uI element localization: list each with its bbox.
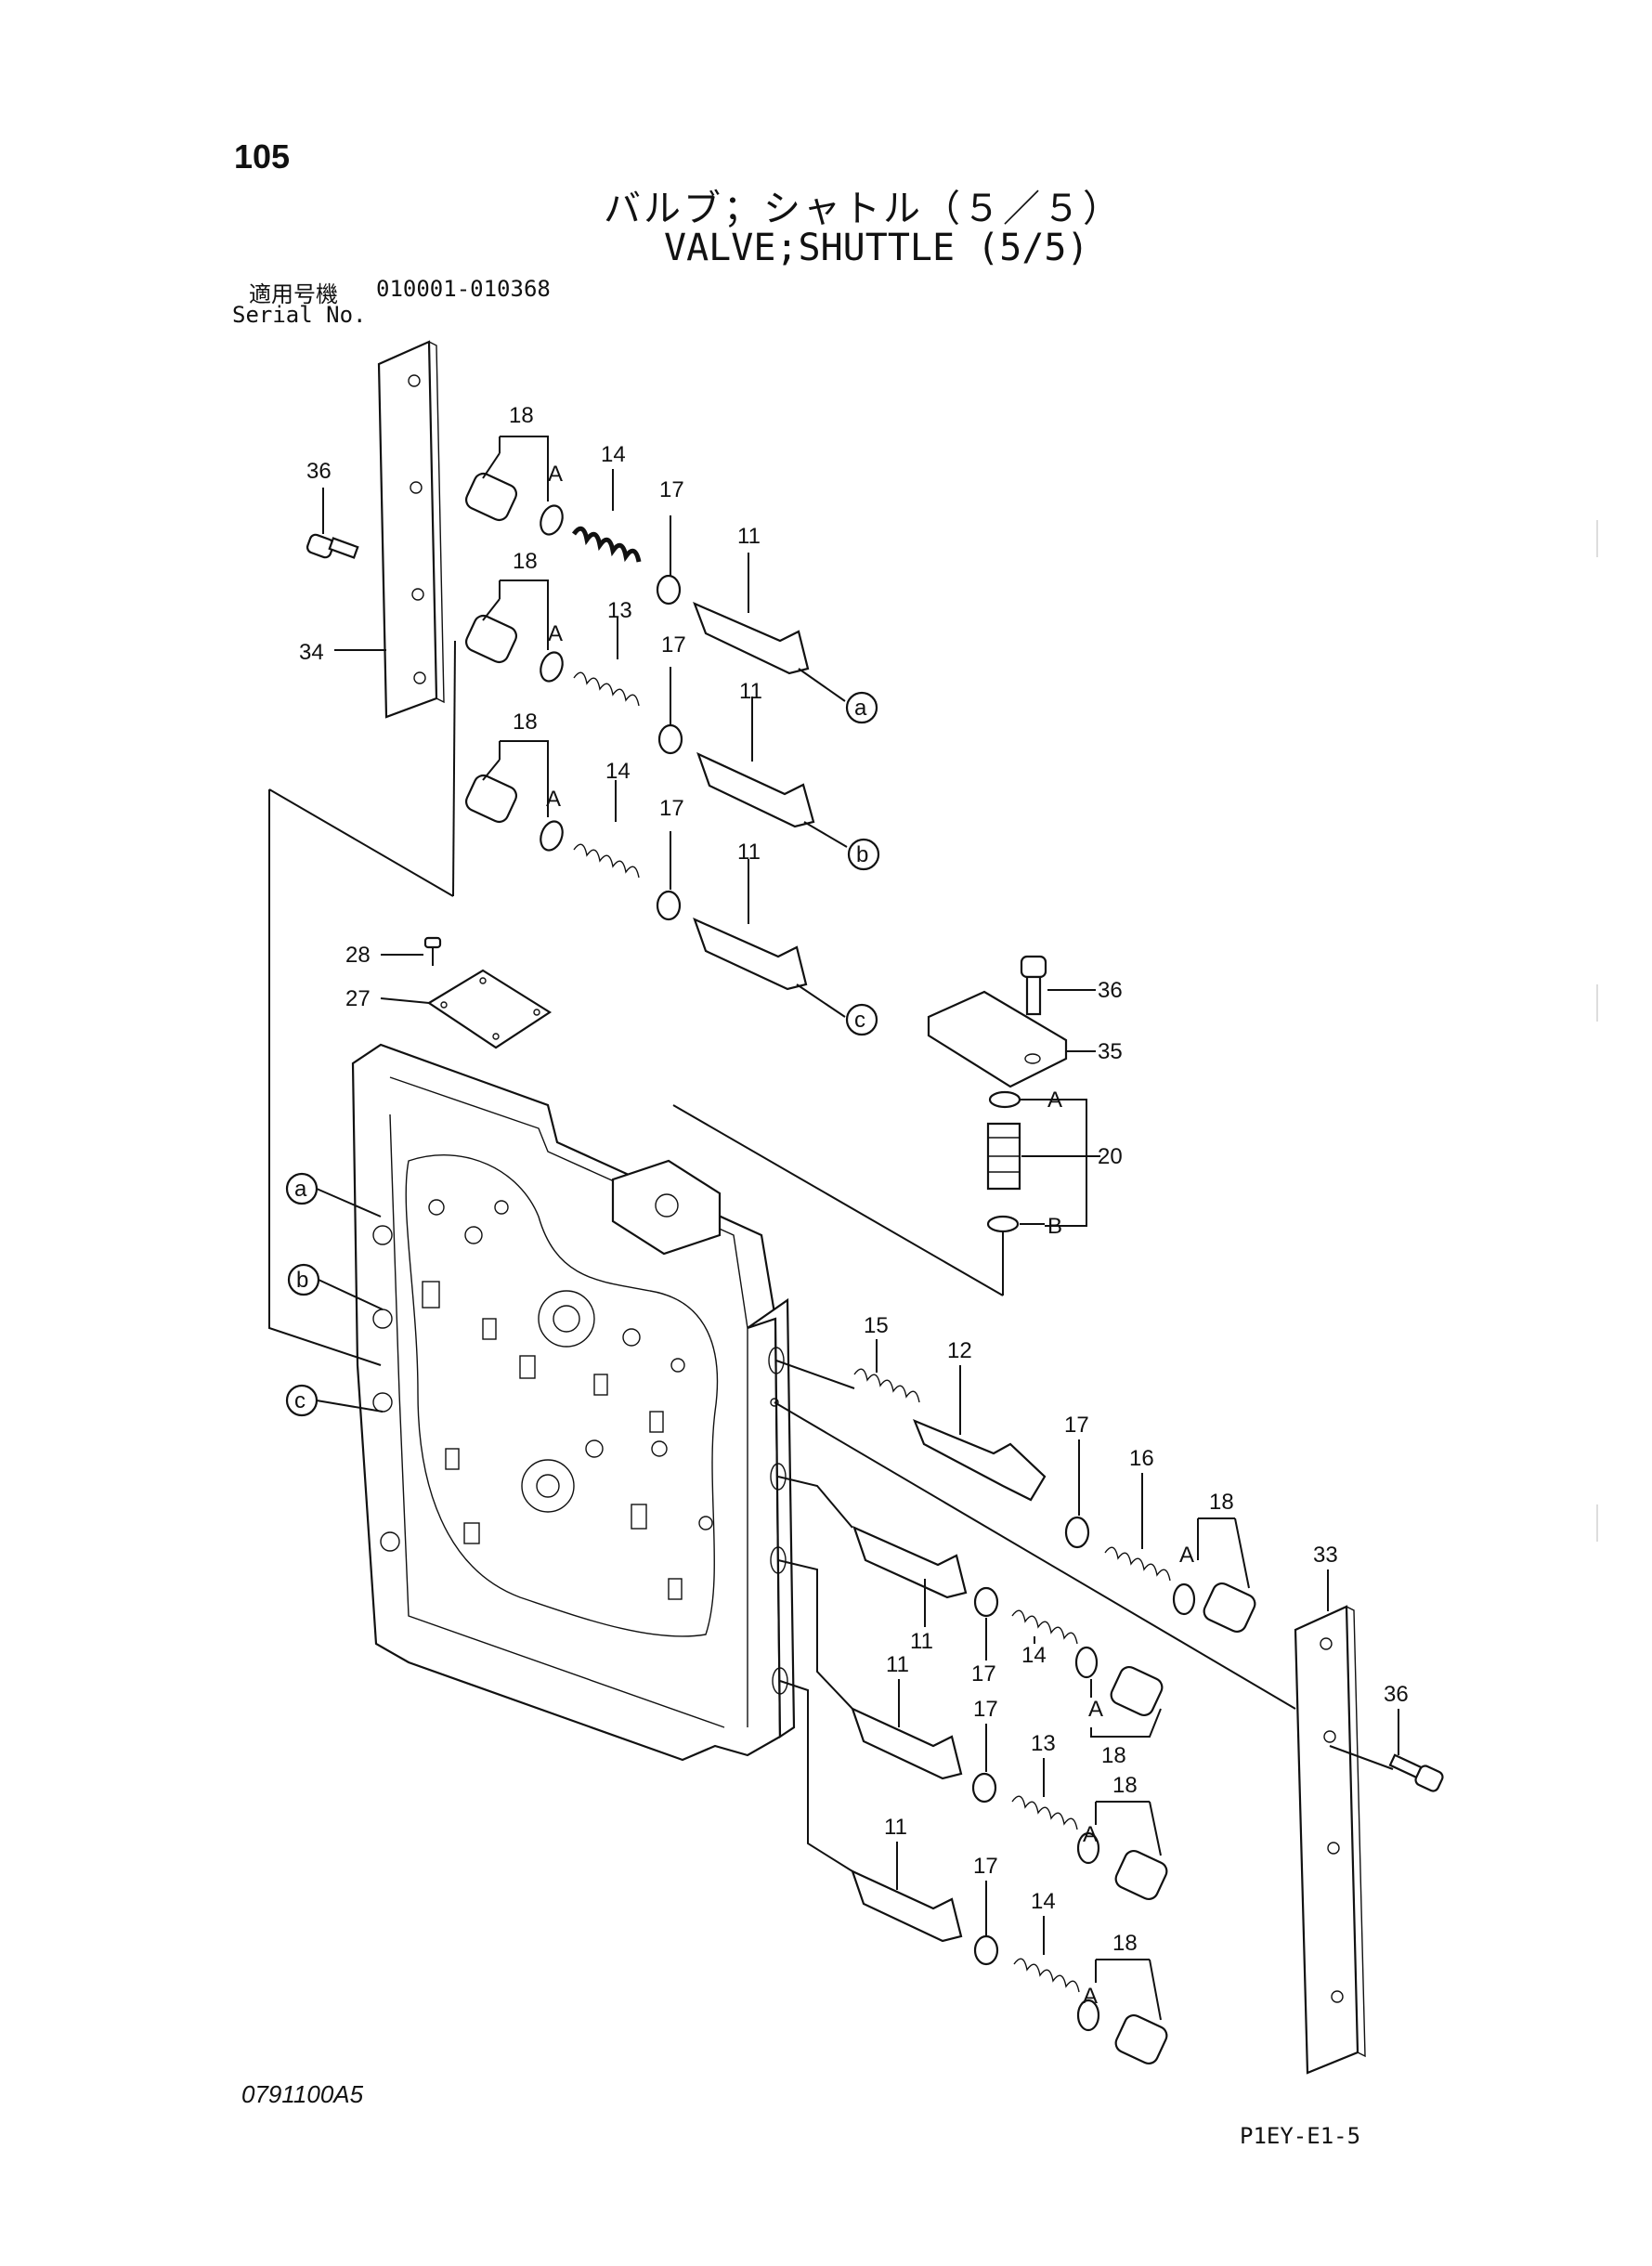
cover-27 — [426, 969, 553, 1049]
spool-row-4 — [851, 1869, 1168, 2064]
callout-A: A — [1047, 1087, 1062, 1113]
callout-11: 11 — [737, 840, 761, 865]
svg-text:a: a — [294, 1177, 307, 1202]
callout-A: A — [548, 462, 563, 487]
callout-B: B — [1047, 1214, 1062, 1239]
callout-14: 14 — [1021, 1643, 1047, 1668]
title-japanese: バルブ；シャトル（５／５） — [604, 188, 1123, 230]
drawing-number: 0791100A5 — [241, 2080, 364, 2108]
callout-11: 11 — [910, 1629, 933, 1654]
spool-row-3 — [851, 1706, 1168, 1900]
bolt-36-left — [306, 533, 359, 559]
callout-34: 34 — [299, 640, 324, 665]
leaders-top — [482, 436, 753, 924]
svg-text:c: c — [854, 1008, 865, 1033]
spool-row-12 — [853, 1368, 1256, 1633]
callout-14: 14 — [1031, 1889, 1056, 1914]
shuttle-row-1 — [464, 472, 846, 702]
callout-A: A — [546, 787, 561, 812]
spool-row-2 — [852, 1525, 1164, 1716]
plate-34 — [377, 340, 445, 719]
callout-16: 16 — [1129, 1446, 1154, 1471]
plate-35 — [927, 990, 1068, 1088]
callout-36: 36 — [306, 459, 332, 484]
shuttle-20 — [986, 1090, 1021, 1233]
title-english: VALVE;SHUTTLE (5/5) — [664, 227, 1089, 269]
callout-18: 18 — [1112, 1931, 1138, 1956]
callout-12: 12 — [947, 1338, 972, 1363]
callout-33: 33 — [1313, 1543, 1338, 1568]
bolt-36-right — [1020, 955, 1047, 1016]
callout-17: 17 — [971, 1661, 996, 1686]
callout-A: A — [1083, 1984, 1098, 2009]
callout-13: 13 — [1031, 1731, 1056, 1756]
callout-A: A — [1083, 1822, 1098, 1847]
bolt-36-plate33 — [1388, 1753, 1444, 1792]
callout-18: 18 — [1209, 1490, 1234, 1515]
svg-text:c: c — [294, 1388, 306, 1413]
callout-18: 18 — [1101, 1743, 1126, 1768]
callout-17: 17 — [659, 796, 684, 821]
callout-36: 36 — [1384, 1682, 1409, 1707]
callout-11: 11 — [739, 679, 762, 704]
callout-18: 18 — [509, 403, 534, 428]
callout-28: 28 — [345, 943, 371, 968]
svg-text:b: b — [296, 1268, 308, 1293]
callout-A: A — [548, 621, 563, 646]
svg-text:a: a — [854, 696, 867, 721]
callout-13: 13 — [607, 598, 632, 623]
callout-11: 11 — [886, 1652, 909, 1677]
marker-c-top: c — [845, 1003, 878, 1036]
callout-20: 20 — [1098, 1144, 1123, 1169]
svg-text:b: b — [856, 842, 868, 867]
callout-17: 17 — [1064, 1413, 1089, 1438]
callout-18: 18 — [513, 710, 538, 735]
marker-c-left: c — [285, 1384, 319, 1417]
callout-17: 17 — [661, 632, 686, 658]
callout-14: 14 — [601, 442, 626, 467]
plate-33 — [1294, 1605, 1366, 2075]
marker-a-left: a — [285, 1172, 319, 1205]
callout-35: 35 — [1098, 1039, 1123, 1064]
callout-17: 17 — [973, 1697, 998, 1722]
valve-body — [351, 1043, 796, 1762]
callout-27: 27 — [345, 986, 371, 1011]
callout-15: 15 — [864, 1313, 889, 1338]
callout-17: 17 — [973, 1854, 998, 1879]
page-code: P1EY-E1-5 — [1240, 2123, 1361, 2149]
callout-A: A — [1179, 1543, 1194, 1568]
shuttle-row-3 — [464, 774, 846, 1018]
callout-11: 11 — [737, 524, 761, 549]
marker-a-top: a — [845, 691, 878, 724]
page-number: 105 — [234, 137, 291, 176]
callout-18: 18 — [513, 549, 538, 574]
callout-11: 11 — [884, 1815, 907, 1840]
serial-range: 010001-010368 — [376, 276, 551, 302]
marker-b-top: b — [847, 838, 880, 871]
callout-36: 36 — [1098, 978, 1123, 1003]
serial-label-english: Serial No. — [232, 302, 367, 328]
screw-28 — [423, 936, 442, 966]
callout-17: 17 — [659, 477, 684, 502]
marker-b-left: b — [287, 1263, 320, 1296]
callout-14: 14 — [605, 759, 631, 784]
shuttle-row-2 — [464, 614, 848, 848]
callout-18: 18 — [1112, 1773, 1138, 1798]
serial-label-japanese: 適用号機 — [249, 281, 338, 307]
callout-A: A — [1088, 1697, 1103, 1722]
